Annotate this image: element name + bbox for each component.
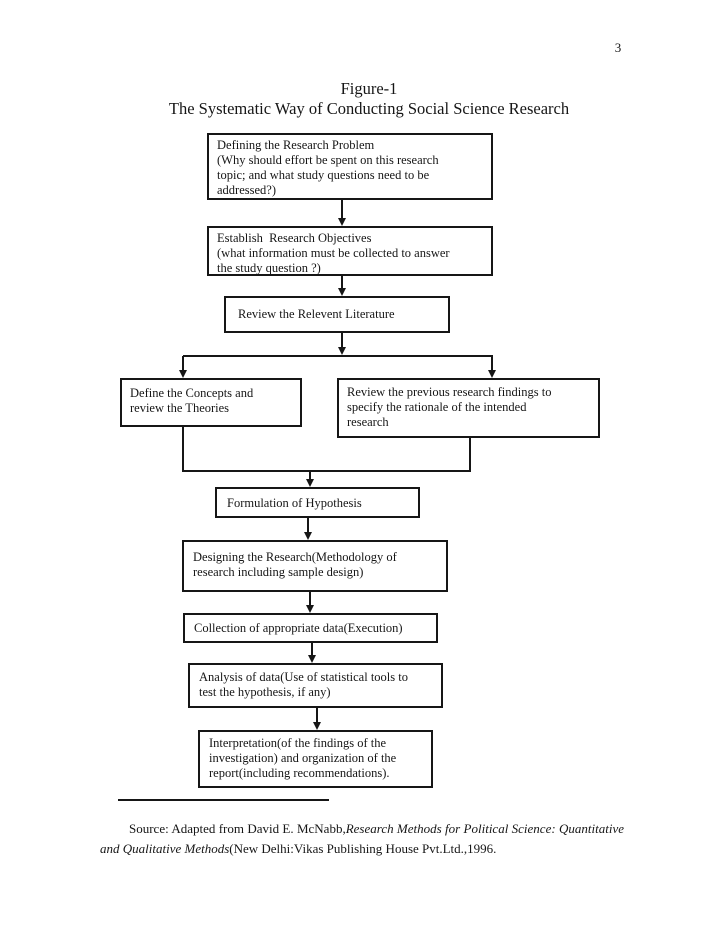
figure-title: The Systematic Way of Conducting Social … [168, 99, 570, 118]
connector-design-to-collection [309, 592, 311, 605]
flow-box-formulate-hypothesis: Formulation of Hypothesis [215, 487, 420, 518]
flow-box-define-concepts: Define the Concepts and review the Theor… [120, 378, 302, 427]
connector-hypothesis-to-design [307, 518, 309, 532]
source-suffix: (New Delhi:Vikas Publishing House Pvt.Lt… [229, 841, 497, 856]
arrow-down-icon [305, 605, 314, 613]
connector-defining-to-objectives [341, 200, 343, 218]
arrow-down-icon [337, 218, 346, 226]
figure-label: Figure-1 [340, 79, 398, 98]
flow-box-analyze-data: Analysis of data(Use of statistical tool… [188, 663, 443, 708]
arrow-down-icon [305, 479, 314, 487]
source-note: Source: Adapted from David E. McNabb,Res… [100, 819, 624, 859]
page-number: 3 [614, 40, 622, 55]
connector-collection-to-analysis [311, 643, 313, 655]
arrow-down-icon [312, 722, 321, 730]
arrow-down-icon [307, 655, 316, 663]
arrow-down-icon [178, 370, 187, 378]
connector-concepts-to-join [182, 427, 184, 471]
flow-box-interpretation-report: Interpretation(of the findings of the in… [198, 730, 433, 788]
source-prefix: Source: Adapted from David E. McNabb, [129, 821, 346, 836]
footnote-rule [118, 799, 329, 801]
connector-analysis-to-interpretation [316, 708, 318, 722]
flow-box-defining-problem: Defining the Research Problem (Why shoul… [207, 133, 493, 200]
connector-join-to-hypothesis [309, 471, 311, 479]
connector-branch-to-concepts [182, 356, 184, 370]
arrow-down-icon [337, 347, 346, 355]
connector-branch-line [183, 355, 493, 357]
flow-box-collect-data: Collection of appropriate data(Execution… [183, 613, 438, 643]
flow-box-review-previous-findings: Review the previous research findings to… [337, 378, 600, 438]
flow-box-research-objectives: Establish Research Objectives (what info… [207, 226, 493, 276]
flow-box-design-research: Designing the Research(Methodology of re… [182, 540, 448, 592]
connector-join-line [182, 470, 471, 472]
arrow-down-icon [487, 370, 496, 378]
flow-box-review-literature: Review the Relevent Literature [224, 296, 450, 333]
arrow-down-icon [303, 532, 312, 540]
connector-literature-to-branch [341, 333, 343, 347]
connector-branch-to-previous [491, 356, 493, 370]
arrow-down-icon [337, 288, 346, 296]
connector-previous-to-join [469, 438, 471, 471]
source-italic-title: Research Methods for Political Science: … [100, 821, 624, 856]
connector-objectives-to-literature [341, 276, 343, 288]
